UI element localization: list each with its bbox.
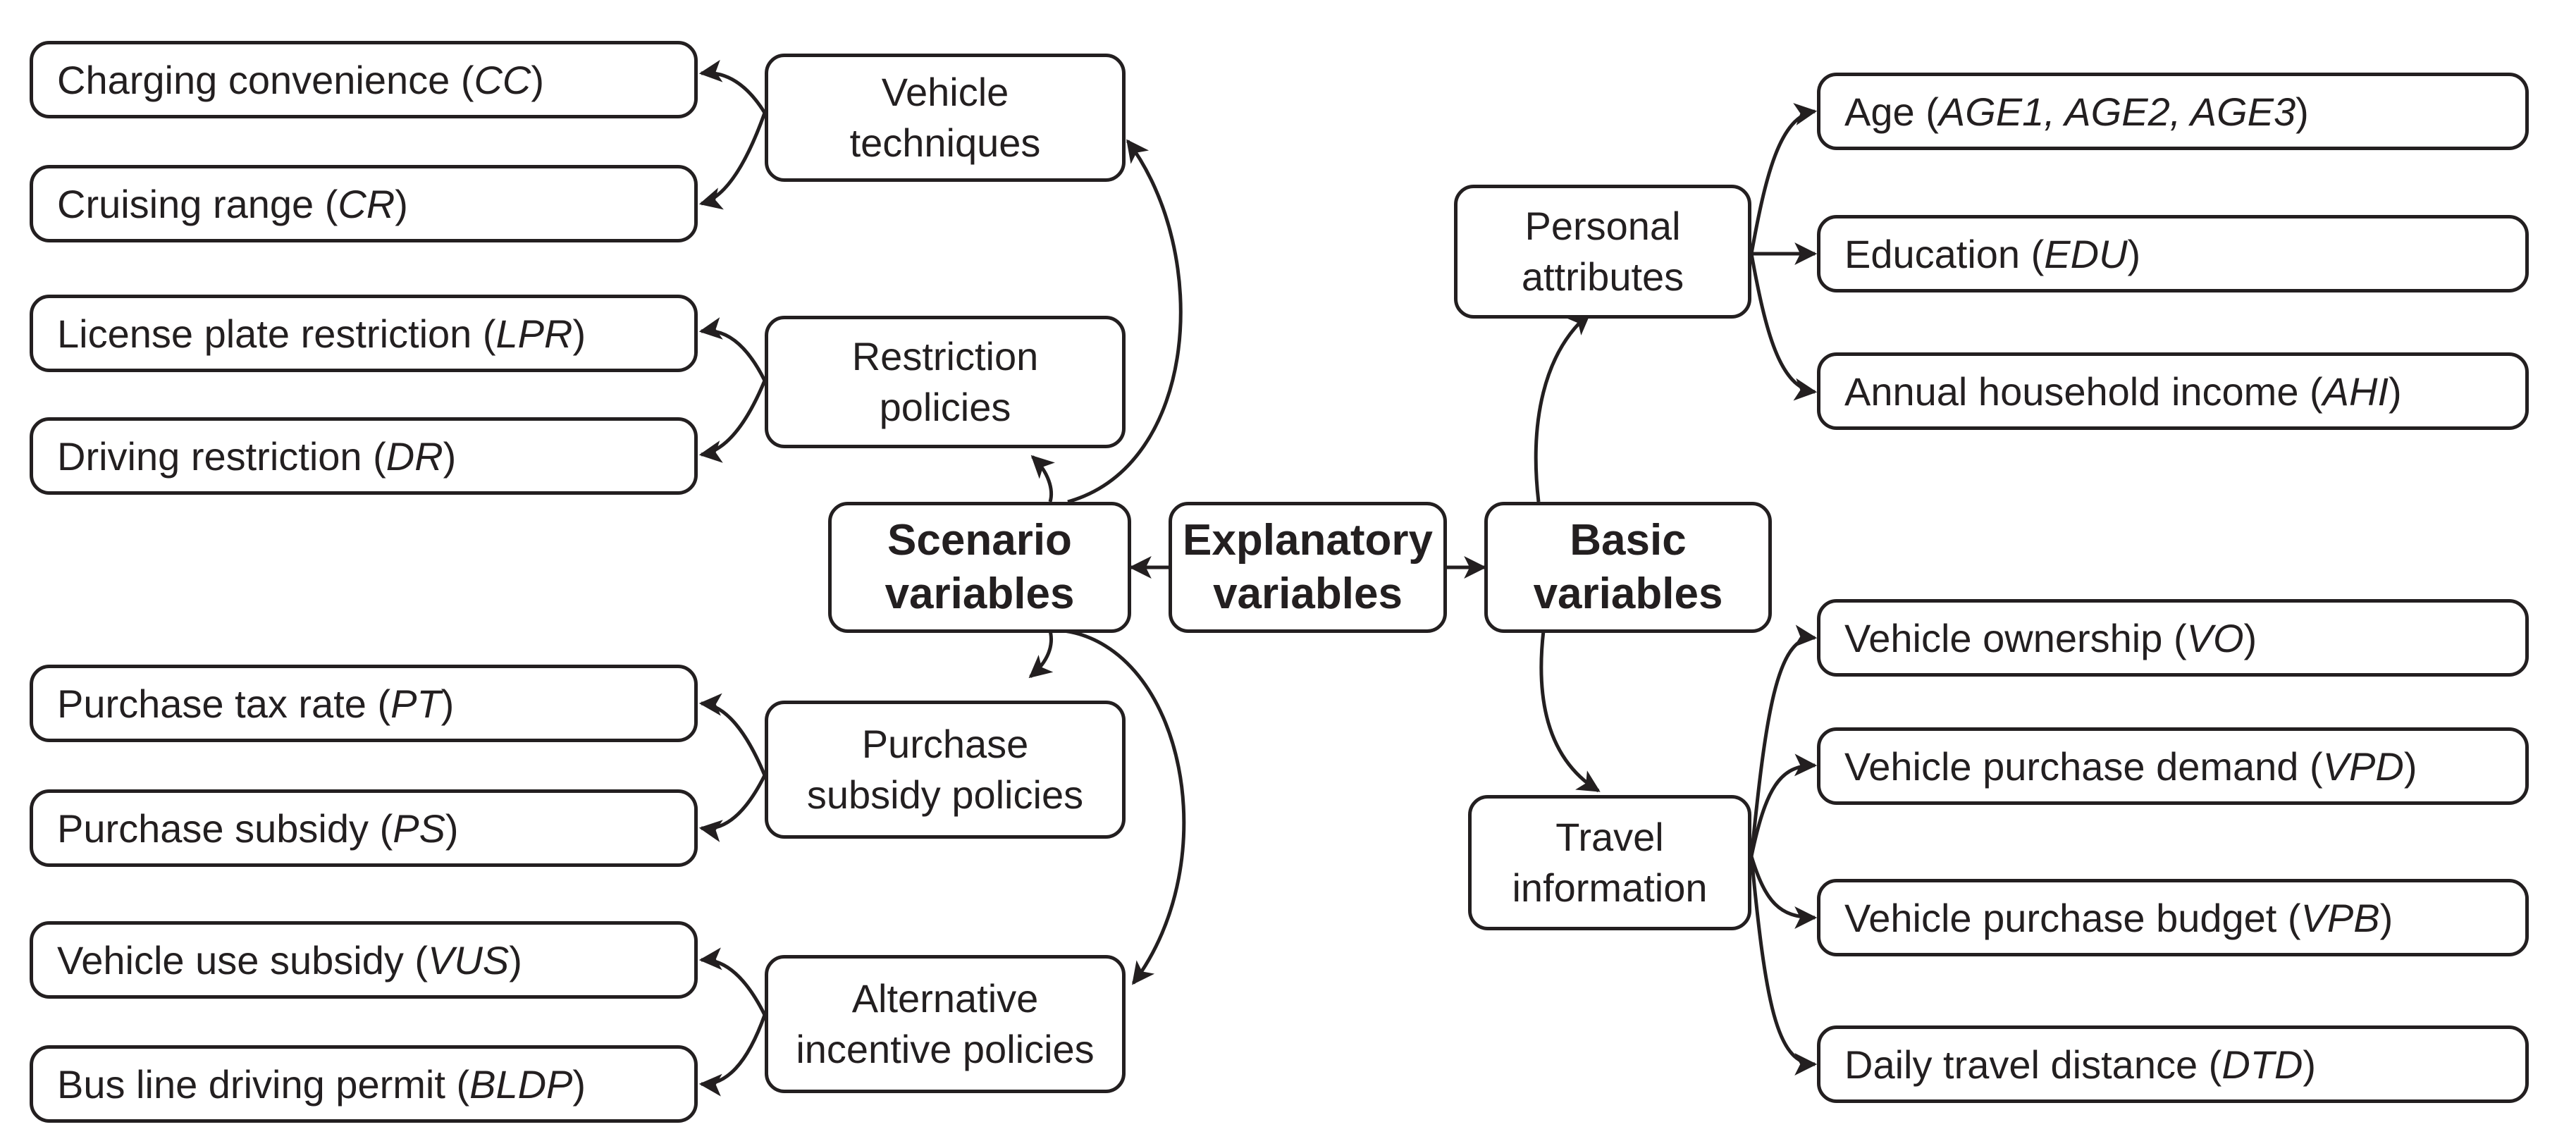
- leaf-bus-line-driving-permit: Bus line driving permit (BLDP): [30, 1045, 698, 1123]
- leaf-purchase-tax-rate: Purchase tax rate (PT): [30, 665, 698, 742]
- group-line1: Personal: [1524, 204, 1681, 248]
- leaf-education: Education (EDU): [1817, 215, 2529, 292]
- arrow-scenario-to-restriction-policies: [1030, 455, 1055, 503]
- leaf-annual-household-income: Annual household income (AHI): [1817, 352, 2529, 430]
- arrow-scenario-to-alternative-incentive: [1064, 629, 1186, 985]
- group-line2: information: [1512, 865, 1708, 910]
- arrow-vehicle-techniques-to-cr: [698, 112, 767, 210]
- leaf-vehicle-purchase-demand: Vehicle purchase demand (VPD): [1817, 727, 2529, 805]
- scenario-title-line1: Scenario: [887, 516, 1072, 565]
- arrow-basic-to-personal: [1534, 312, 1591, 503]
- arrow-purchase-subsidy-to-pt: [698, 693, 767, 776]
- arrow-travel-to-vo: [1749, 624, 1818, 857]
- leaf-license-plate-restriction: License plate restriction (LPR): [30, 295, 698, 372]
- leaf-purchase-subsidy: Purchase subsidy (PS): [30, 789, 698, 867]
- arrow-basic-to-travel: [1539, 630, 1601, 793]
- arrow-restriction-to-lpr: [698, 317, 767, 382]
- group-box-restriction-policies: Restriction policies: [765, 316, 1126, 448]
- explanatory-line2: variables: [1213, 569, 1403, 618]
- leaf-charging-convenience: Charging convenience (CC): [30, 41, 698, 118]
- basic-title-line2: variables: [1533, 569, 1723, 618]
- group-line1: Purchase: [861, 722, 1029, 766]
- arrow-vehicle-techniques-to-cc: [698, 59, 767, 114]
- explanatory-line1: Explanatory: [1183, 516, 1433, 565]
- group-line1: Restriction: [851, 334, 1039, 378]
- leaf-vehicle-purchase-budget: Vehicle purchase budget (VPB): [1817, 879, 2529, 956]
- arrow-travel-to-vpb: [1749, 856, 1818, 929]
- group-box-travel-information: Travel information: [1468, 795, 1751, 930]
- arrow-alternative-to-bldp: [698, 1014, 767, 1097]
- scenario-title-line2: variables: [885, 569, 1075, 618]
- group-line2: policies: [879, 385, 1011, 429]
- group-line2: techniques: [849, 121, 1041, 165]
- arrow-restriction-to-dr: [698, 380, 767, 463]
- leaf-driving-restriction: Driving restriction (DR): [30, 417, 698, 495]
- group-line1: Travel: [1555, 815, 1664, 859]
- group-box-personal-attributes: Personal attributes: [1454, 185, 1751, 319]
- leaf-age: Age (AGE1, AGE2, AGE3): [1817, 73, 2529, 150]
- leaf-cruising-range: Cruising range (CR): [30, 165, 698, 242]
- arrow-personal-to-ahi: [1749, 253, 1818, 401]
- arrow-scenario-to-vehicle-techniques: [1067, 139, 1183, 504]
- arrow-personal-to-age: [1749, 103, 1818, 254]
- leaf-vehicle-ownership: Vehicle ownership (VO): [1817, 599, 2529, 677]
- group-line1: Alternative: [851, 976, 1039, 1021]
- arrow-purchase-subsidy-to-ps: [698, 774, 767, 842]
- arrow-travel-to-dtd: [1749, 856, 1818, 1076]
- group-line2: subsidy policies: [806, 772, 1084, 817]
- arrow-travel-to-vpd: [1749, 753, 1818, 857]
- group-line1: Vehicle: [881, 70, 1009, 114]
- group-box-vehicle-techniques: Vehicle techniques: [765, 54, 1126, 182]
- leaf-daily-travel-distance: Daily travel distance (DTD): [1817, 1025, 2529, 1103]
- group-line2: attributes: [1521, 254, 1684, 299]
- arrow-scenario-to-purchase-subsidy: [1028, 630, 1054, 679]
- arrow-alternative-to-vus: [698, 947, 767, 1016]
- group-line2: incentive policies: [796, 1027, 1095, 1071]
- group-box-purchase-subsidy-policies: Purchase subsidy policies: [765, 701, 1126, 839]
- group-box-alternative-incentive-policies: Alternative incentive policies: [765, 955, 1126, 1093]
- basic-title-line1: Basic: [1570, 516, 1687, 565]
- leaf-vehicle-use-subsidy: Vehicle use subsidy (VUS): [30, 921, 698, 999]
